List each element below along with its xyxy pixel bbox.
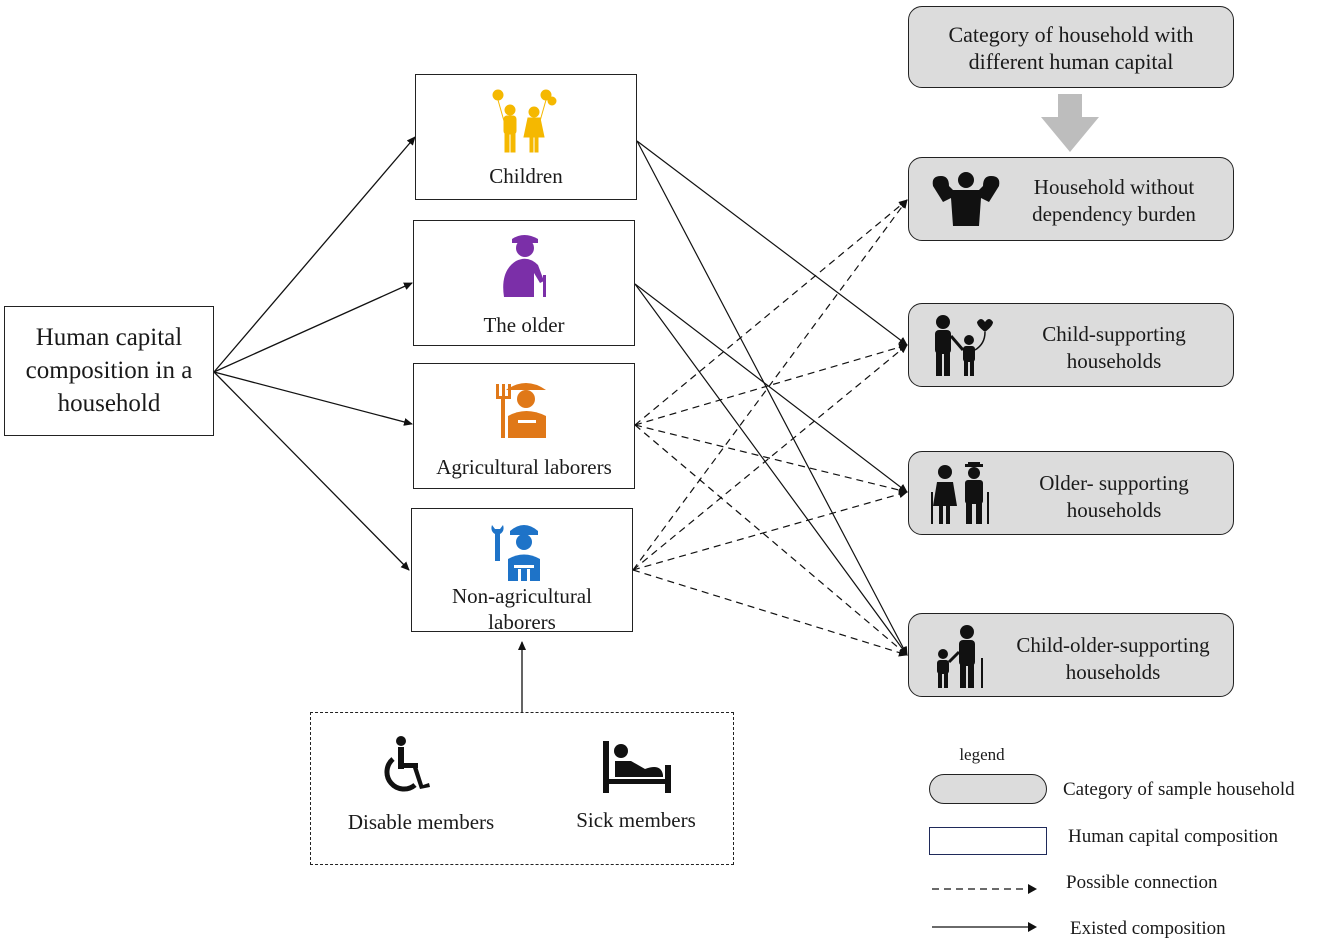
member-label-older: The older — [483, 313, 565, 337]
member-label-nonagri: Non-agricultural laborers — [452, 584, 592, 634]
category-box-child-support: Child-supporting households — [908, 303, 1234, 387]
special-members-box: Disable members Sick members — [310, 712, 734, 865]
member-box-children: Children — [415, 74, 637, 200]
legend-possible-swatch — [932, 884, 1037, 894]
legend-category-swatch — [929, 774, 1047, 804]
legend-title: legend — [959, 745, 1005, 764]
legend-composition-label: Human capital composition — [1068, 826, 1279, 847]
root-to-member-arrows — [213, 136, 416, 571]
worker-wrench-icon — [491, 525, 540, 581]
member-box-agri: Agricultural laborers — [413, 363, 635, 489]
member-label-children: Children — [489, 164, 563, 188]
special-label-sick: Sick members — [576, 808, 696, 832]
parent-child-icon — [935, 315, 993, 376]
strong-man-icon — [932, 172, 1000, 226]
category-box-no-burden: Household without dependency burden — [908, 157, 1234, 241]
root-box: Human capital composition in a household — [4, 306, 214, 436]
category-header-box: Category of household with different hum… — [908, 6, 1234, 88]
child-elder-icon — [937, 625, 983, 688]
possible-connection-lines — [632, 199, 908, 657]
existed-composition-lines — [634, 140, 908, 656]
legend-possible-label: Possible connection — [1066, 872, 1218, 893]
legend-category-label: Category of sample household — [1063, 779, 1295, 800]
legend-existed-label: Existed composition — [1070, 918, 1226, 939]
category-label-child-older-support: Child-older-supporting households — [1016, 633, 1210, 684]
special-label-disable: Disable members — [347, 810, 495, 834]
category-header-label: Category of household with different hum… — [948, 22, 1194, 74]
elderly-couple-icon — [931, 462, 989, 524]
legend-composition-swatch — [929, 827, 1047, 855]
member-label-agri: Agricultural laborers — [436, 455, 612, 479]
category-box-older-support: Older- supporting households — [908, 451, 1234, 535]
category-label-child-support: Child-supporting households — [1042, 322, 1186, 373]
member-box-older: The older — [413, 220, 635, 346]
category-label-no-burden: Household without dependency burden — [1032, 175, 1196, 226]
category-box-child-older-support: Child-older-supporting households — [908, 613, 1234, 697]
wheelchair-icon — [384, 736, 430, 792]
root-label: Human capital composition in a household — [25, 324, 193, 417]
legend-existed-swatch — [932, 922, 1037, 932]
header-down-arrow — [1041, 94, 1099, 152]
elderly-cane-icon — [503, 235, 546, 297]
sick-bed-icon — [603, 741, 671, 793]
member-box-nonagri: Non-agricultural laborers — [411, 508, 633, 634]
farmer-pitchfork-icon — [496, 383, 546, 438]
children-balloons-icon — [492, 89, 557, 153]
category-label-older-support: Older- supporting households — [1039, 471, 1189, 522]
